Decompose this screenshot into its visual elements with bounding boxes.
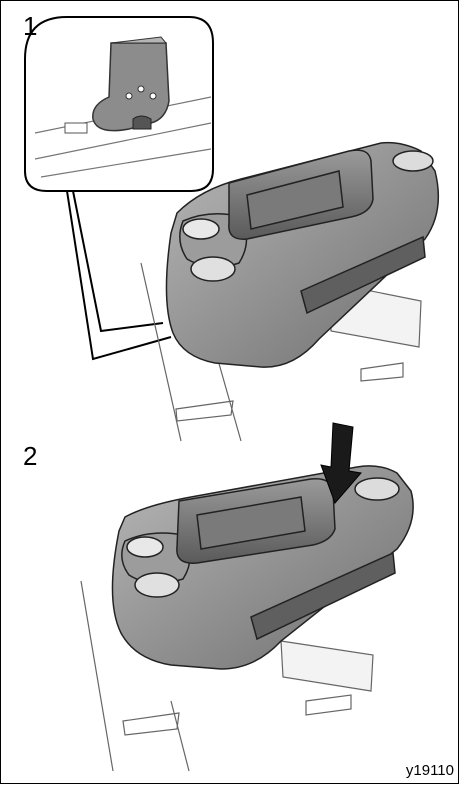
step-label-2: 2	[23, 441, 37, 472]
center-console-2	[112, 466, 413, 669]
step-label-1: 1	[23, 11, 37, 42]
figure-code: y19110	[406, 762, 454, 779]
